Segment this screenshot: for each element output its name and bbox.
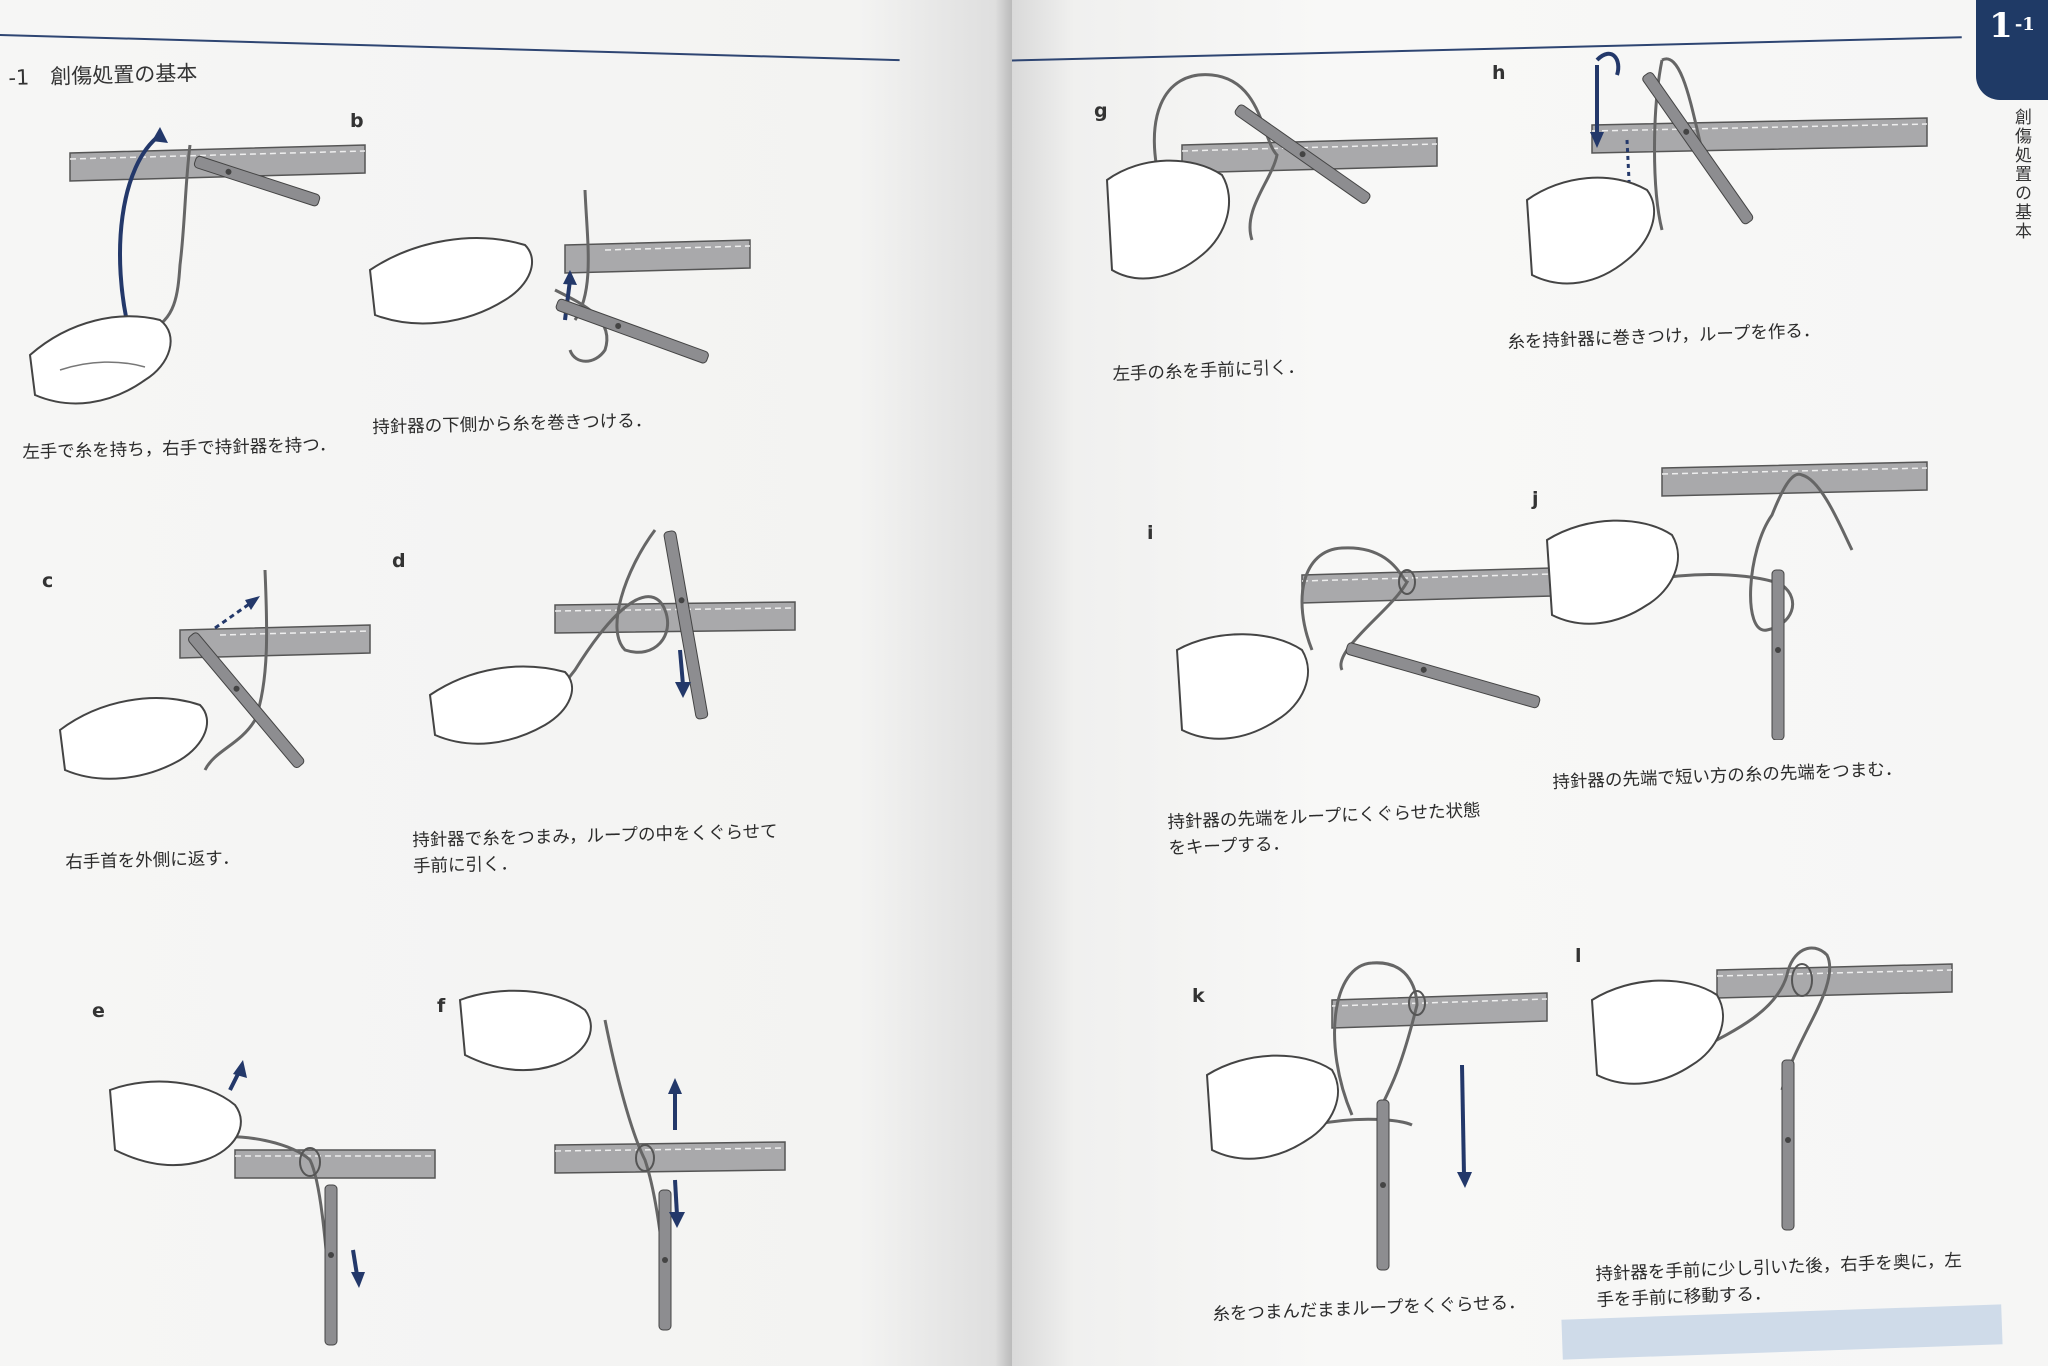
figure-a-caption: 左手で糸を持ち，右手で持針器を持つ． bbox=[22, 435, 337, 463]
chapter-sub: -1 bbox=[2014, 14, 2035, 35]
figure-b-label: b bbox=[350, 110, 364, 132]
figure-f-label: f bbox=[437, 995, 446, 1017]
figure-k-illustration bbox=[1205, 961, 1548, 1271]
side-title: 創傷処置の基本 bbox=[2011, 108, 2031, 241]
figure-g-illustration bbox=[1105, 73, 1438, 280]
figure-d-caption: 持針器で糸をつまみ，ループの中をくぐらせて手前に引く． bbox=[412, 822, 778, 878]
figure-h-illustration bbox=[1525, 51, 1928, 285]
figure-k-label: k bbox=[1192, 985, 1205, 1007]
figure-b-caption: 持針器の下側から糸を巻きつける． bbox=[372, 411, 653, 438]
figure-h-caption: 糸を持針器に巻きつけ，ループを作る． bbox=[1507, 320, 1821, 353]
figure-h-label: h bbox=[1492, 62, 1506, 84]
running-head: -1 創傷処置の基本 bbox=[8, 61, 198, 90]
figure-g-caption: 左手の糸を手前に引く． bbox=[1112, 357, 1306, 385]
figure-j-caption: 持針器の先端で短い方の糸の先端をつまむ． bbox=[1552, 759, 1903, 793]
chapter-tab: 1-1 bbox=[1976, 0, 2048, 100]
figure-e-illustration bbox=[108, 1060, 436, 1346]
figure-i-caption: 持針器の先端をループにくぐらせた状態をキープする． bbox=[1167, 800, 1481, 860]
figure-e-label: e bbox=[92, 1000, 105, 1022]
figure-d-label: d bbox=[392, 550, 406, 572]
figure-c-label: c bbox=[42, 570, 54, 592]
figure-i-label: i bbox=[1147, 522, 1154, 544]
figure-c-illustration bbox=[58, 570, 371, 780]
left-page: -1 創傷処置の基本 b 左手で糸を持ち，右手で持針器を持つ． 持針器の下側から… bbox=[0, 0, 1012, 1366]
right-page: 1-1 創傷処置の基本 g h 左手の糸を手前に引く． 糸を持針器に巻きつけ，ル… bbox=[1012, 0, 2048, 1366]
figure-b-illustration bbox=[368, 189, 751, 364]
figure-k-caption: 糸をつまんだままループをくぐらせる． bbox=[1212, 1292, 1526, 1325]
figure-a-illustration bbox=[28, 127, 366, 405]
figure-l-illustration bbox=[1590, 946, 1953, 1231]
figure-j-illustration bbox=[1545, 461, 1928, 740]
figure-g-label: g bbox=[1094, 100, 1108, 122]
figure-c-caption: 右手首を外側に返す． bbox=[65, 848, 240, 873]
figure-l-caption: 持針器を手前に少し引いた後，右手を奥に，左手を手前に移動する． bbox=[1595, 1250, 1963, 1312]
chapter-number: 1 bbox=[1989, 6, 2013, 46]
header-rule-left bbox=[0, 34, 900, 62]
figure-d-illustration bbox=[428, 529, 796, 745]
figure-f-illustration bbox=[458, 989, 786, 1331]
figure-l-label: l bbox=[1575, 945, 1582, 967]
figure-j-label: j bbox=[1532, 488, 1539, 510]
figure-i-illustration bbox=[1175, 546, 1553, 740]
